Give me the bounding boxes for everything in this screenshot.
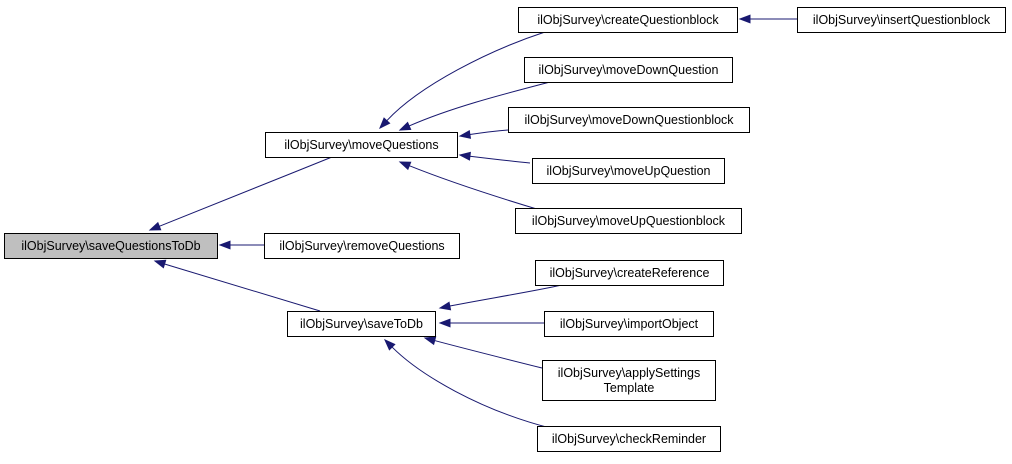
edge-insertQuestionblock-to-createQuestionblock [738,14,797,24]
node-box[interactable] [518,7,738,33]
node-box[interactable] [287,311,436,337]
edge-line [159,156,333,227]
edge-createReference-to-saveToDb [438,284,563,311]
node-label: ilObjSurvey\saveToDb [300,317,423,331]
node-box[interactable] [515,208,742,234]
arrowhead-icon [423,336,437,346]
node-label: ilObjSurvey\createReference [550,266,710,280]
node-label: ilObjSurvey\moveDownQuestionblock [524,113,734,127]
edge-moveDownQuestion-to-moveQuestions [398,81,551,131]
nodes-layer: ilObjSurvey\saveQuestionsToDb ilObjSurvey… [4,7,1006,452]
node-label: ilObjSurvey\checkReminder [552,432,706,446]
node-label: Template [604,381,655,395]
node-saveQuestionsToDb[interactable]: ilObjSurvey\saveQuestionsToDb [4,233,218,259]
node-label: ilObjSurvey\importObject [560,317,699,331]
arrowhead-icon [458,151,471,161]
node-label: ilObjSurvey\applySettings [558,366,700,380]
node-label: ilObjSurvey\moveUpQuestionblock [532,214,726,228]
node-createReference[interactable]: ilObjSurvey\createReference [535,260,724,286]
node-box[interactable] [264,233,460,259]
node-label: ilObjSurvey\saveQuestionsToDb [21,239,200,253]
arrowhead-icon [384,339,396,351]
edge-applySettingsTemplate-to-saveToDb [423,336,543,369]
arrowhead-icon [148,221,162,231]
arrowhead-icon [398,161,412,171]
edge-line [164,263,321,312]
edge-createQuestionblock-to-moveQuestions [379,31,546,130]
edge-line [386,31,546,122]
edge-line [449,284,563,307]
edge-moveUpQuestion-to-moveQuestions [458,151,531,164]
node-box[interactable] [524,57,733,83]
edge-line [408,81,551,127]
node-label: ilObjSurvey\removeQuestions [279,239,444,253]
arrowhead-icon [438,318,451,328]
node-box[interactable] [542,360,716,401]
node-box[interactable] [532,158,725,184]
node-moveDownQuestion[interactable]: ilObjSurvey\moveDownQuestion [524,57,733,83]
edge-importObject-to-saveToDb [438,318,544,328]
edge-line [391,346,551,429]
node-importObject[interactable]: ilObjSurvey\importObject [544,311,714,337]
node-label: ilObjSurvey\moveDownQuestion [539,63,719,77]
edge-moveUpQuestionblock-to-moveQuestions [398,161,541,211]
arrowhead-icon [218,240,231,250]
node-label: ilObjSurvey\insertQuestionblock [813,13,991,27]
node-checkReminder[interactable]: ilObjSurvey\checkReminder [537,426,721,452]
node-box[interactable] [797,7,1006,33]
arrowhead-icon [398,121,412,131]
node-moveQuestions[interactable]: ilObjSurvey\moveQuestions [265,132,458,158]
edge-line [409,165,541,211]
node-moveUpQuestion[interactable]: ilObjSurvey\moveUpQuestion [532,158,725,184]
node-label: ilObjSurvey\moveUpQuestion [547,164,711,178]
node-box[interactable] [508,107,750,133]
arrowhead-icon [738,14,751,24]
edge-line [469,155,531,164]
node-box[interactable] [544,311,714,337]
node-box[interactable] [4,233,218,259]
node-box[interactable] [265,132,458,158]
node-moveDownQuestionblock[interactable]: ilObjSurvey\moveDownQuestionblock [508,107,750,133]
node-insertQuestionblock[interactable]: ilObjSurvey\insertQuestionblock [797,7,1006,33]
node-removeQuestions[interactable]: ilObjSurvey\removeQuestions [264,233,460,259]
edge-saveToDb-to-saveQuestionsToDb [153,259,321,312]
node-saveToDb[interactable]: ilObjSurvey\saveToDb [287,311,436,337]
node-box[interactable] [537,426,721,452]
edge-moveDownQuestionblock-to-moveQuestions [458,129,509,139]
node-box[interactable] [535,260,724,286]
arrowhead-icon [153,259,167,269]
node-label: ilObjSurvey\moveQuestions [284,138,438,152]
node-createQuestionblock[interactable]: ilObjSurvey\createQuestionblock [518,7,738,33]
arrowhead-icon [379,117,391,130]
edges-layer [148,14,797,429]
arrowhead-icon [458,129,472,139]
edge-removeQuestions-to-saveQuestionsToDb [218,240,264,250]
edge-checkReminder-to-saveToDb [384,339,551,429]
edge-line [434,340,543,369]
node-moveUpQuestionblock[interactable]: ilObjSurvey\moveUpQuestionblock [515,208,742,234]
node-label: ilObjSurvey\createQuestionblock [537,13,719,27]
edge-line [469,129,509,136]
edge-moveQuestions-to-saveQuestionsToDb [148,156,333,231]
arrowhead-icon [438,301,452,311]
